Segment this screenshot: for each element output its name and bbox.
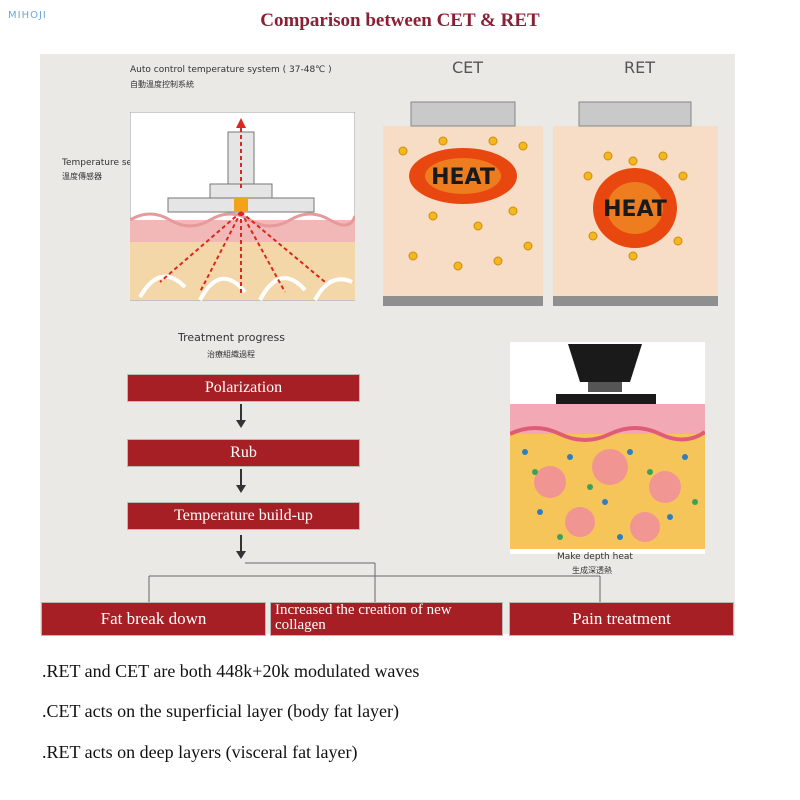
- step-polarization: Polarization: [128, 375, 359, 401]
- arrow-down-icon: [236, 420, 246, 428]
- outcome-collagen: Increased the creation of new collagen: [271, 603, 502, 635]
- sensor-label-cn: 溫度傳感器: [62, 172, 102, 181]
- note-line: .CET acts on the superficial layer (body…: [42, 701, 400, 721]
- note-line: .RET and CET are both 448k+20k modulated…: [42, 661, 420, 681]
- depth-heat-label-cn: 生成深透熱: [572, 566, 612, 575]
- treatment-progress-label-cn: 治療組織過程: [207, 350, 255, 359]
- arrow-down-icon: [236, 485, 246, 493]
- arrow-down-icon: [240, 469, 242, 487]
- depth-heat-diagram: [510, 342, 705, 554]
- auto-control-label: Auto control temperature system ( 37-48℃…: [130, 65, 332, 75]
- treatment-progress-label: Treatment progress: [178, 331, 285, 344]
- applicator-diagram: [130, 112, 355, 301]
- arrow-down-icon: [240, 404, 242, 422]
- depth-heat-label: Make depth heat: [557, 552, 633, 562]
- arrow-down-icon: [240, 535, 242, 553]
- arrow-down-icon: [236, 551, 246, 559]
- step-rub: Rub: [128, 440, 359, 466]
- sensor-label: Temperature sensor: [62, 158, 152, 168]
- ret-heat-text: HEAT: [603, 197, 667, 222]
- step-temperature-build-up: Temperature build-up: [128, 503, 359, 529]
- brand-logo: MIHOJI: [8, 10, 47, 21]
- note-line: .RET acts on deep layers (visceral fat l…: [42, 742, 358, 762]
- ret-label: RET: [624, 58, 655, 77]
- page-title: Comparison between CET & RET: [260, 10, 540, 31]
- cet-ret-comparison: HEAT HEAT: [383, 101, 718, 306]
- outcome-pain-treatment: Pain treatment: [510, 603, 733, 635]
- auto-control-label-cn: 自動溫度控制系統: [130, 80, 194, 89]
- outcome-fat-break-down: Fat break down: [42, 603, 265, 635]
- cet-label: CET: [452, 58, 484, 77]
- cet-heat-text: HEAT: [431, 165, 495, 190]
